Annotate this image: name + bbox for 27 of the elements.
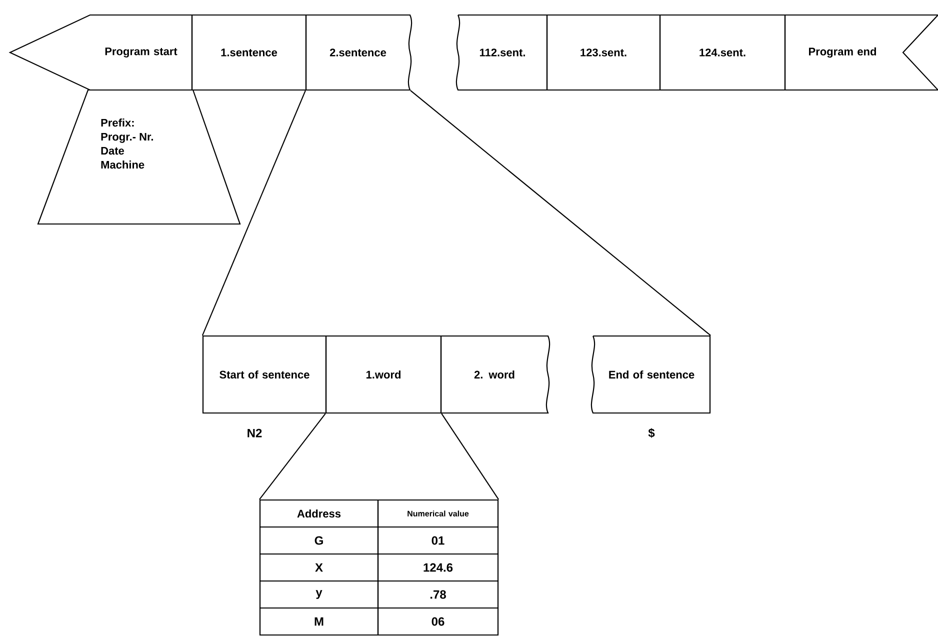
sentence-cell: 2. word (440, 335, 550, 414)
table-header-cell: Address (259, 499, 379, 528)
table-cell: 124.6 (377, 553, 499, 582)
code-label: $ (648, 428, 655, 438)
table-cell: 06 (377, 607, 499, 636)
sentence-cell: 123.sent. (546, 14, 661, 91)
sentence-cell: 2.sentence (305, 14, 412, 91)
sentence-cell: Program end (784, 14, 938, 91)
table-cell: .78 (377, 580, 499, 609)
expansion-line (259, 413, 326, 500)
expansion-line (441, 413, 500, 500)
table-cell: y (259, 580, 379, 609)
table-cell: X (259, 553, 379, 582)
table-cell: M (259, 607, 379, 636)
sentence-cell: 1.word (325, 335, 442, 414)
sentence-cell: 1.sentence (191, 14, 307, 91)
table-cell: 01 (377, 526, 499, 555)
sentence-cell: 112.sent. (456, 14, 548, 91)
expansion-line (202, 90, 306, 336)
table-cell: G (259, 526, 379, 555)
expansion-line (410, 90, 711, 336)
sentence-cell: 124.sent. (659, 14, 786, 91)
code-label: N2 (248, 428, 262, 438)
sentence-cell: Start of sentence (202, 335, 327, 414)
table-header-cell: Numerical value (377, 499, 499, 528)
prefix-trapezoid: Prefix: Progr.- Nr. Date Machine (37, 89, 241, 225)
sentence-cell: End of sentence (590, 335, 711, 414)
